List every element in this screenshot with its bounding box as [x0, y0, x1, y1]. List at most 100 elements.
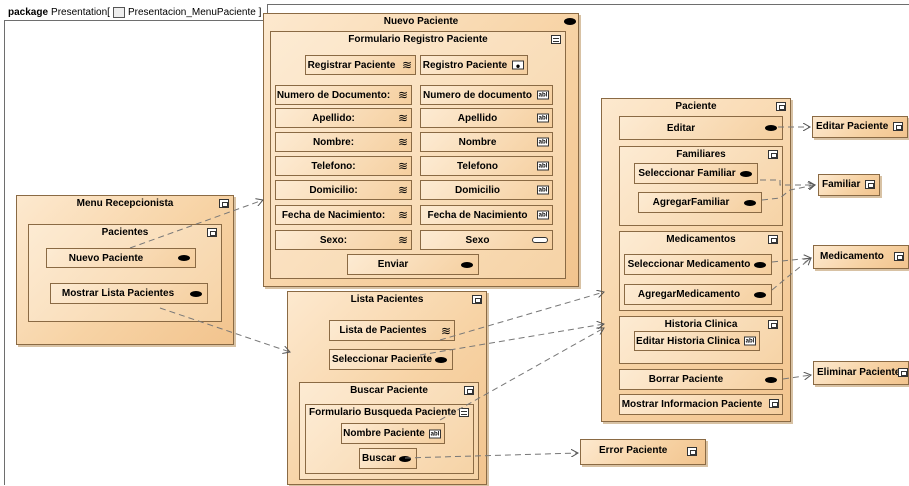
link-borrar	[782, 375, 811, 379]
registro-paciente-button[interactable]: Registro Paciente●	[420, 55, 528, 75]
link-agregar-medicamento	[771, 258, 811, 291]
pane-icon	[768, 235, 778, 244]
enviar-button[interactable]: Enviar	[347, 254, 479, 275]
package-name: Presentation[	[51, 6, 110, 18]
textfield-icon: abl	[744, 336, 756, 346]
textfield-icon: abl	[537, 210, 549, 220]
textfield-icon: abl	[537, 161, 549, 171]
button-icon	[190, 290, 202, 297]
nuevo-paciente-title: Nuevo Paciente	[383, 16, 459, 27]
editar-button[interactable]: Editar	[619, 116, 783, 140]
link-nuevo-paciente	[129, 200, 263, 249]
agregar-familiar-button[interactable]: AgregarFamiliar	[638, 192, 762, 213]
menu-recepcionista-title: Menu Recepcionista	[76, 198, 174, 209]
button-icon	[754, 291, 766, 298]
label-icon: ≋	[397, 183, 408, 197]
nuevo-paciente-button[interactable]: Nuevo Paciente	[46, 248, 196, 268]
lista-pacientes-title: Lista Pacientes	[350, 294, 424, 305]
label-icon: ≋	[397, 135, 408, 149]
buscar-paciente-title: Buscar Paciente	[350, 385, 428, 396]
form-icon	[551, 35, 561, 44]
link-sel-medicamento	[771, 258, 811, 262]
lista-de-pacientes-label: Lista de Pacientes≋	[329, 320, 455, 341]
pacientes-title: Pacientes	[101, 227, 149, 238]
formulario-busqueda-title: Formulario Busqueda Paciente	[309, 407, 457, 418]
pane-icon	[219, 199, 229, 208]
form-label-4: Domicilio:≋	[275, 180, 412, 200]
diagram-name: Presentacion_MenuPaciente ]	[127, 6, 262, 18]
combo-icon	[532, 237, 548, 243]
borrar-paciente-button[interactable]: Borrar Paciente	[619, 369, 783, 390]
buscar-button[interactable]: Buscar	[359, 448, 417, 469]
historia-clinica-title: Historia Clinica	[664, 319, 738, 330]
label-icon: ≋	[397, 111, 408, 125]
familiar-box[interactable]: Familiar	[818, 174, 880, 196]
package-frame	[4, 4, 909, 485]
error-paciente-title: Error Paciente	[599, 445, 668, 456]
link-buscar-to-error	[404, 453, 578, 459]
textfield-icon: abl	[537, 137, 549, 147]
medicamento-title: Medicamento	[820, 251, 884, 262]
button-icon	[399, 455, 411, 462]
form-field-6[interactable]: Sexo	[420, 230, 553, 250]
eliminar-paciente-box[interactable]: Eliminar Paciente	[813, 361, 909, 385]
form-label-3: Telefono:≋	[275, 156, 412, 176]
form-icon	[459, 408, 469, 417]
radio-icon: ●	[512, 60, 524, 71]
seleccionar-familiar-button[interactable]: Seleccionar Familiar	[634, 163, 758, 184]
form-label-6: Sexo:≋	[275, 230, 412, 250]
editar-paciente-box[interactable]: Editar Paciente	[812, 116, 908, 138]
oval-icon	[564, 17, 576, 26]
pacientes-box[interactable]: Pacientes	[28, 224, 222, 322]
button-icon	[435, 356, 447, 363]
package-tab: package Presentation[ Presentacion_MenuP…	[4, 4, 269, 21]
button-icon	[740, 170, 752, 177]
pane-icon	[472, 295, 482, 304]
mostrar-lista-pacientes-button[interactable]: Mostrar Lista Pacientes	[50, 283, 208, 304]
registrar-paciente-label: Registrar Paciente≋	[305, 55, 416, 75]
editar-paciente-title: Editar Paciente	[816, 121, 889, 132]
link-lista-pacientes	[159, 307, 290, 352]
agregar-medicamento-button[interactable]: AgregarMedicamento	[624, 284, 772, 305]
button-icon	[765, 125, 777, 131]
pane-icon	[893, 122, 903, 131]
medicamentos-title: Medicamentos	[666, 234, 736, 245]
error-paciente-box[interactable]: Error Paciente	[580, 439, 706, 465]
button-icon	[178, 255, 190, 261]
familiar-title: Familiar	[822, 179, 861, 190]
form-label-0: Numero de Documento:≋	[275, 85, 412, 105]
medicamento-box[interactable]: Medicamento	[813, 245, 909, 269]
textfield-icon: abl	[537, 90, 549, 100]
mostrar-informacion-paciente-panel[interactable]: Mostrar Informacion Paciente	[619, 394, 783, 415]
label-icon: ≋	[397, 208, 408, 222]
link-buscar-to-paciente	[439, 328, 604, 421]
pane-icon	[768, 320, 778, 329]
label-icon: ≋	[397, 159, 408, 173]
pane-icon	[207, 228, 217, 237]
pane-icon	[464, 386, 474, 395]
pane-icon	[769, 399, 779, 408]
button-icon	[744, 199, 756, 206]
package-keyword: package	[8, 6, 49, 18]
label-icon: ≋	[397, 88, 408, 102]
pane-icon	[898, 368, 908, 377]
eliminar-paciente-title: Eliminar Paciente	[817, 367, 901, 378]
pane-icon	[687, 447, 697, 456]
formulario-registro-title: Formulario Registro Paciente	[348, 34, 488, 45]
seleccionar-medicamento-button[interactable]: Seleccionar Medicamento	[624, 254, 772, 275]
button-icon	[461, 261, 473, 268]
label-icon: ≋	[397, 233, 408, 247]
textfield-icon: abl	[537, 185, 549, 195]
label-icon: ≋	[440, 323, 451, 338]
link-sel-familiar	[760, 179, 815, 185]
pane-icon	[768, 150, 778, 159]
